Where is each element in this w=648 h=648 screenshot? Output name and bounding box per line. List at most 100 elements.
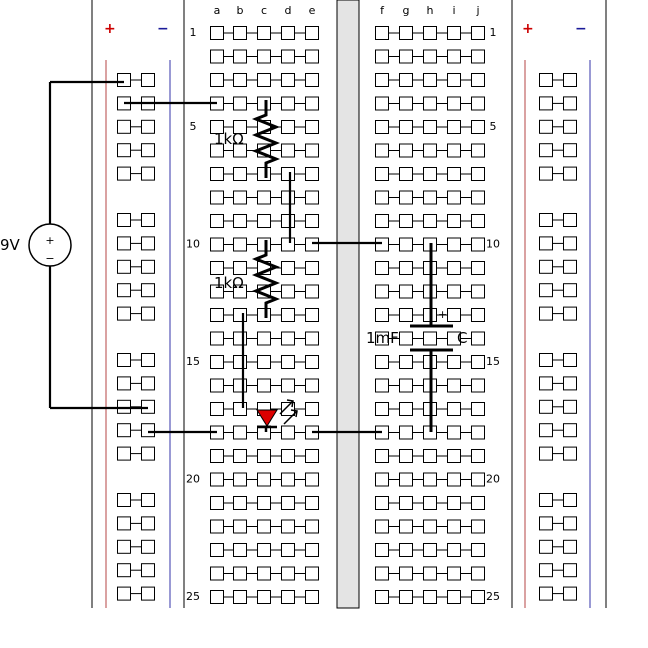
- rail-hole: [141, 563, 155, 578]
- led-icon: [256, 399, 298, 432]
- row-number: 5: [490, 120, 497, 133]
- hole: [305, 543, 319, 557]
- hole: [210, 214, 224, 228]
- resistor-top-zigzag: [251, 100, 281, 178]
- rail-hole: [563, 376, 577, 391]
- rail-hole: [141, 516, 155, 531]
- right-rail-plus-label: +: [522, 21, 534, 37]
- hole: [447, 26, 461, 40]
- hole: [399, 566, 413, 581]
- hole: [375, 26, 389, 40]
- rail-hole: [141, 73, 155, 87]
- hole: [423, 26, 437, 40]
- hole: [305, 590, 319, 604]
- hole: [305, 308, 319, 322]
- hole: [471, 49, 485, 64]
- hole: [447, 425, 461, 440]
- hole: [281, 261, 295, 275]
- hole: [423, 49, 437, 64]
- rail-hole: [141, 446, 155, 461]
- hole: [471, 190, 485, 205]
- rail-hole: [539, 143, 553, 158]
- hole: [305, 143, 319, 158]
- hole: [447, 96, 461, 111]
- hole: [305, 120, 319, 134]
- rail-hole: [563, 259, 577, 274]
- hole: [257, 472, 271, 487]
- hole: [210, 26, 224, 40]
- hole: [471, 261, 485, 275]
- hole: [233, 355, 247, 369]
- resistor-bottom-zigzag: [251, 240, 281, 318]
- hole: [423, 590, 437, 604]
- hole: [447, 472, 461, 487]
- battery-minus-sign: −: [45, 252, 54, 265]
- rail-hole: [563, 353, 577, 367]
- hole: [233, 566, 247, 581]
- hole: [471, 331, 485, 346]
- row-number: 10: [186, 238, 200, 251]
- hole: [281, 449, 295, 463]
- resistor-top: 1kΩ: [214, 100, 281, 178]
- hole: [447, 167, 461, 181]
- rail-hole: [117, 446, 131, 461]
- capacitor-polarity: +: [438, 308, 447, 321]
- hole: [399, 425, 413, 440]
- rail-hole: [563, 213, 577, 227]
- rail-hole: [117, 119, 131, 134]
- hole: [257, 308, 271, 322]
- hole: [447, 566, 461, 581]
- rail-hole: [117, 539, 131, 554]
- rail-hole: [539, 306, 553, 321]
- hole: [233, 519, 247, 534]
- resistor-bottom: 1kΩ: [214, 240, 281, 318]
- hole: [423, 449, 437, 463]
- hole: [471, 308, 485, 322]
- hole: [233, 96, 247, 111]
- row-number: 15: [486, 355, 500, 368]
- hole: [399, 96, 413, 111]
- hole: [375, 472, 389, 487]
- rail-hole: [117, 166, 131, 181]
- rail-hole: [563, 423, 577, 438]
- hole: [375, 143, 389, 158]
- hole: [471, 566, 485, 581]
- column-letter: c: [261, 4, 267, 17]
- hole: [375, 449, 389, 463]
- hole: [281, 190, 295, 205]
- hole: [233, 402, 247, 416]
- rail-hole: [141, 119, 155, 134]
- hole: [423, 543, 437, 557]
- hole: [399, 190, 413, 205]
- breadboard-holes: [117, 26, 577, 604]
- hole: [375, 519, 389, 534]
- rail-hole: [117, 143, 131, 158]
- rail-hole: [563, 586, 577, 601]
- hole: [210, 402, 224, 416]
- hole: [233, 378, 247, 393]
- hole: [210, 519, 224, 534]
- rail-hole: [539, 119, 553, 134]
- rail-hole: [539, 73, 553, 87]
- rail-hole: [141, 283, 155, 298]
- hole: [305, 261, 319, 275]
- hole: [257, 566, 271, 581]
- hole: [281, 472, 295, 487]
- hole: [375, 284, 389, 299]
- hole: [281, 237, 295, 252]
- row-number: 10: [486, 238, 500, 251]
- hole: [399, 331, 413, 346]
- hole: [305, 378, 319, 393]
- rail-hole: [141, 399, 155, 414]
- hole: [233, 237, 247, 252]
- hole: [281, 308, 295, 322]
- hole: [210, 590, 224, 604]
- rail-hole: [539, 493, 553, 507]
- hole: [423, 73, 437, 87]
- rail-hole: [539, 423, 553, 438]
- hole: [447, 214, 461, 228]
- hole: [399, 120, 413, 134]
- hole: [233, 472, 247, 487]
- column-letter: b: [237, 4, 244, 17]
- hole: [447, 496, 461, 510]
